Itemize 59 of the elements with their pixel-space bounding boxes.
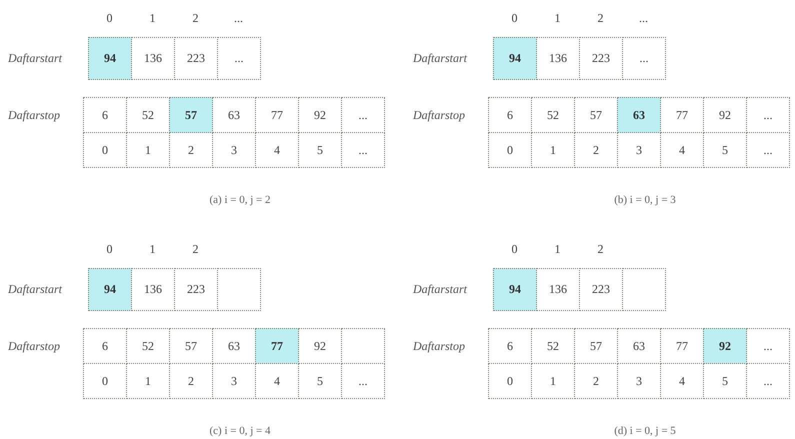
index-number: 2 (192, 10, 200, 26)
row-label: Daftarstop (413, 106, 466, 124)
array-cell: ... (217, 37, 261, 80)
array-cell: 136 (536, 37, 580, 80)
highlighted-array-cell: 57 (169, 97, 213, 133)
array-cell: 223 (579, 37, 623, 80)
array-cell: ... (746, 363, 790, 399)
row-label: Daftarstop (8, 106, 62, 124)
row-label: Daftarstart (413, 50, 468, 66)
row-label: Daftarstop (413, 338, 466, 354)
row-label: Daftarstart (8, 50, 64, 66)
array-cell: 6 (488, 97, 532, 133)
index-number: 1 (554, 10, 562, 26)
array-cell: 136 (536, 268, 580, 311)
index-number: 1 (148, 10, 156, 26)
array-cell: 223 (174, 37, 218, 80)
array-cell: 0 (83, 363, 127, 399)
row-label: Daftarstop (8, 338, 62, 354)
array-cell: 223 (174, 268, 218, 311)
array-cell: ... (622, 37, 666, 80)
index-number: 0 (510, 240, 518, 258)
array-cell: 136 (131, 37, 175, 80)
array-cell: 6 (488, 328, 532, 364)
array-cell: 0 (83, 132, 127, 168)
array-cell: ... (746, 97, 790, 133)
row-label: Daftarstart (413, 280, 468, 298)
array-cell: ... (341, 132, 385, 168)
index-number: 2 (596, 240, 604, 258)
index-number: ... (638, 10, 649, 26)
array-cell: ... (746, 328, 790, 364)
highlighted-array-cell: 94 (88, 37, 132, 80)
array-cell: 0 (488, 363, 532, 399)
array-cell: ... (341, 363, 385, 399)
highlighted-array-cell: 94 (493, 268, 537, 311)
index-number: 0 (106, 240, 114, 258)
array-cell: 6 (83, 97, 127, 133)
caption: (c) i = 0, j = 4 (208, 424, 272, 439)
array-cell: ... (746, 132, 790, 168)
array-cell: ... (341, 97, 385, 133)
array-cell: 6 (83, 328, 127, 364)
caption: (a) i = 0, j = 2 (208, 193, 272, 208)
array-cell: 136 (131, 268, 175, 311)
array-cell: 0 (488, 132, 532, 168)
index-number: 1 (554, 240, 562, 258)
row-label: Daftarstart (8, 280, 64, 298)
index-number: 1 (148, 240, 156, 258)
caption: (d) i = 0, j = 5 (613, 424, 677, 439)
index-number: ... (233, 10, 244, 26)
caption: (b) i = 0, j = 3 (613, 193, 677, 208)
highlighted-array-cell: 77 (255, 328, 299, 364)
index-number: 2 (596, 10, 604, 26)
highlighted-array-cell: 94 (88, 268, 132, 311)
index-number: 0 (510, 10, 518, 26)
array-cell: 223 (579, 268, 623, 311)
highlighted-array-cell: 94 (493, 37, 537, 80)
index-number: 2 (192, 240, 200, 258)
highlighted-array-cell: 92 (703, 328, 747, 364)
index-number: 0 (106, 10, 114, 26)
highlighted-array-cell: 63 (617, 97, 661, 133)
